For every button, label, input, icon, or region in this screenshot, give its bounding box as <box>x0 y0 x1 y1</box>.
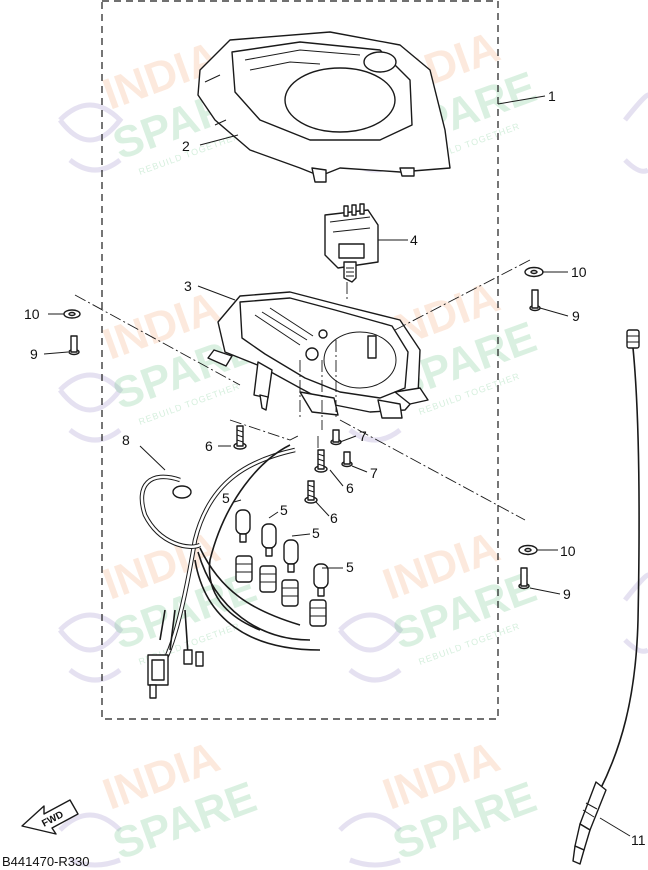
fastener-screw-6a <box>233 425 247 450</box>
callout-9b: 9 <box>572 308 580 324</box>
callout-7b: 7 <box>370 465 378 481</box>
callout-6b: 6 <box>346 480 354 496</box>
bulb-socket-3 <box>281 539 299 607</box>
callout-5d: 5 <box>346 559 354 575</box>
watermark-wrench-icon <box>58 612 124 683</box>
watermark-3: INDIA SPARE REBUILD TOGETHER <box>58 282 263 443</box>
callout-10b: 10 <box>571 264 587 280</box>
callout-4: 4 <box>410 232 418 248</box>
fwd-arrow-icon <box>21 799 79 835</box>
bulb-socket-4 <box>309 563 329 627</box>
bulb-socket-1 <box>235 509 253 583</box>
watermark-7: INDIA SPARE <box>58 732 263 869</box>
washer-10-right-top <box>524 266 544 278</box>
callout-10a: 10 <box>24 306 40 322</box>
callout-5b: 5 <box>280 502 288 518</box>
leader-lines <box>43 95 631 837</box>
meter-module <box>324 203 379 283</box>
callout-11: 11 <box>631 832 646 848</box>
callout-2: 2 <box>182 138 190 154</box>
callout-5a: 5 <box>222 490 230 506</box>
callout-9c: 9 <box>563 586 571 602</box>
screw-9-left <box>68 335 80 356</box>
fastener-screw-7a <box>330 429 342 446</box>
callout-8: 8 <box>122 432 130 448</box>
callout-3: 3 <box>184 278 192 294</box>
fastener-screw-6b <box>314 449 328 473</box>
meter-case <box>207 291 429 419</box>
center-lines <box>74 259 531 521</box>
watermark-6: INDIA SPARE REBUILD TOGETHER <box>338 522 543 683</box>
washer-10-right-bottom <box>518 544 538 556</box>
screw-9-right-bottom <box>518 567 530 590</box>
fastener-screw-6c <box>304 480 318 504</box>
washer-10-left <box>63 309 81 319</box>
diagram-code: B441470-R330 <box>2 854 89 869</box>
callout-5c: 5 <box>312 525 320 541</box>
wire-harness <box>139 444 321 699</box>
bulb-socket-2 <box>259 523 277 593</box>
callout-labels: 1 2 3 4 5 5 5 5 6 6 6 7 7 8 9 9 9 10 10 … <box>24 88 646 848</box>
upper-meter-cover <box>197 31 451 183</box>
watermark-wrench-icon <box>58 102 124 173</box>
callout-1: 1 <box>548 88 556 104</box>
callout-7a: 7 <box>359 428 367 444</box>
meter-cable <box>572 329 640 865</box>
watermark-edge-icon <box>623 572 648 654</box>
watermark-wrench-icon <box>58 812 122 868</box>
watermark-8: INDIA SPARE <box>338 732 543 869</box>
callout-6c: 6 <box>330 510 338 526</box>
forward-direction-badge: FWD <box>21 799 79 835</box>
callout-10c: 10 <box>560 543 576 559</box>
callout-6a: 6 <box>205 438 213 454</box>
assembly-boundary <box>101 0 499 720</box>
watermark-wrench-icon <box>58 372 124 443</box>
screw-9-right-top <box>529 289 541 312</box>
watermark-edge-icon <box>623 92 648 174</box>
watermark-wrench-icon <box>338 812 402 868</box>
fastener-screw-7b <box>341 451 353 468</box>
watermark-wrench-icon <box>338 612 404 683</box>
callout-9a: 9 <box>30 346 38 362</box>
